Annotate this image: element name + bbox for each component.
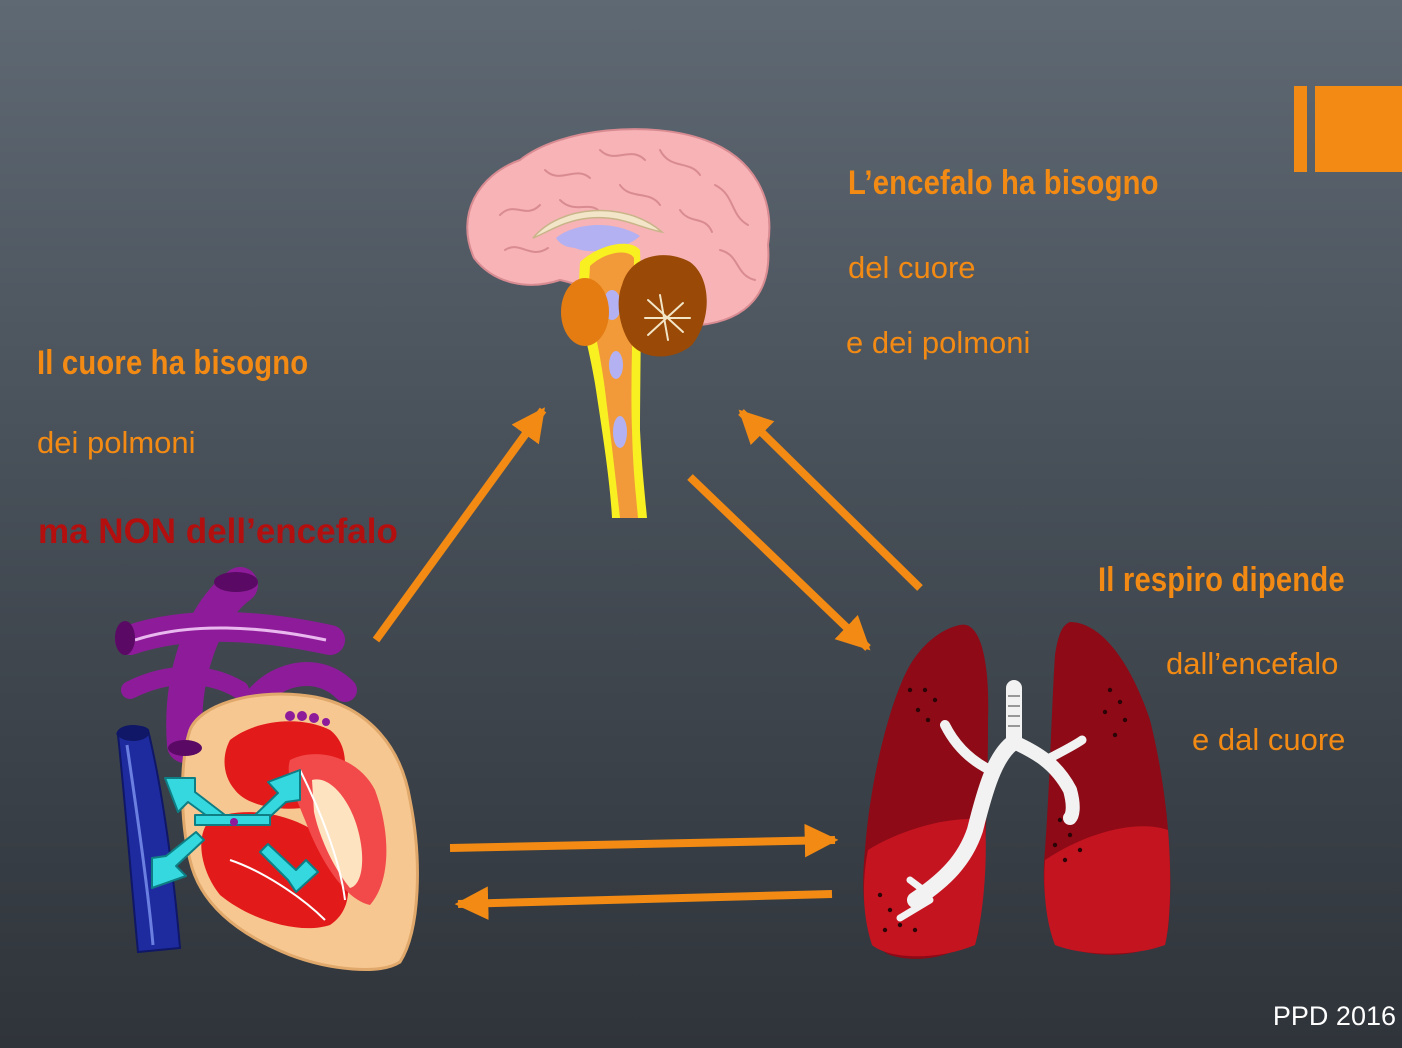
lungs-illustration	[863, 622, 1171, 959]
lungs-text-heading: Il respiro dipende	[1098, 561, 1345, 599]
arrow-brain-to-lungs	[687, 474, 871, 651]
arrow-lungs-to-heart	[454, 886, 833, 920]
heart-text-heading: Il cuore ha bisogno	[37, 344, 309, 382]
heart-text-highlight: ma NON dell’encefalo	[38, 512, 398, 551]
heart-text-line1: dei polmoni	[37, 425, 196, 460]
brain-text-heading: L’encefalo ha bisogno	[848, 164, 1159, 202]
corner-accent-bar-thin	[1294, 86, 1307, 172]
arrow-heart-to-lungs	[449, 823, 839, 858]
lungs-text-line1: dall’encefalo	[1166, 646, 1339, 681]
brain-illustration	[466, 128, 771, 519]
brain-text-line1: del cuore	[848, 250, 976, 285]
brain-text-line2: e dei polmoni	[846, 325, 1031, 360]
arrow-heart-to-brain	[372, 407, 547, 643]
arrows	[372, 407, 923, 920]
heart-illustration	[115, 567, 419, 971]
arrow-lungs-to-brain	[738, 409, 923, 591]
corner-accent-bar-wide	[1315, 86, 1402, 172]
lungs-text-line2: e dal cuore	[1192, 722, 1346, 757]
footer-credit: PPD 2016	[1272, 1001, 1396, 1031]
